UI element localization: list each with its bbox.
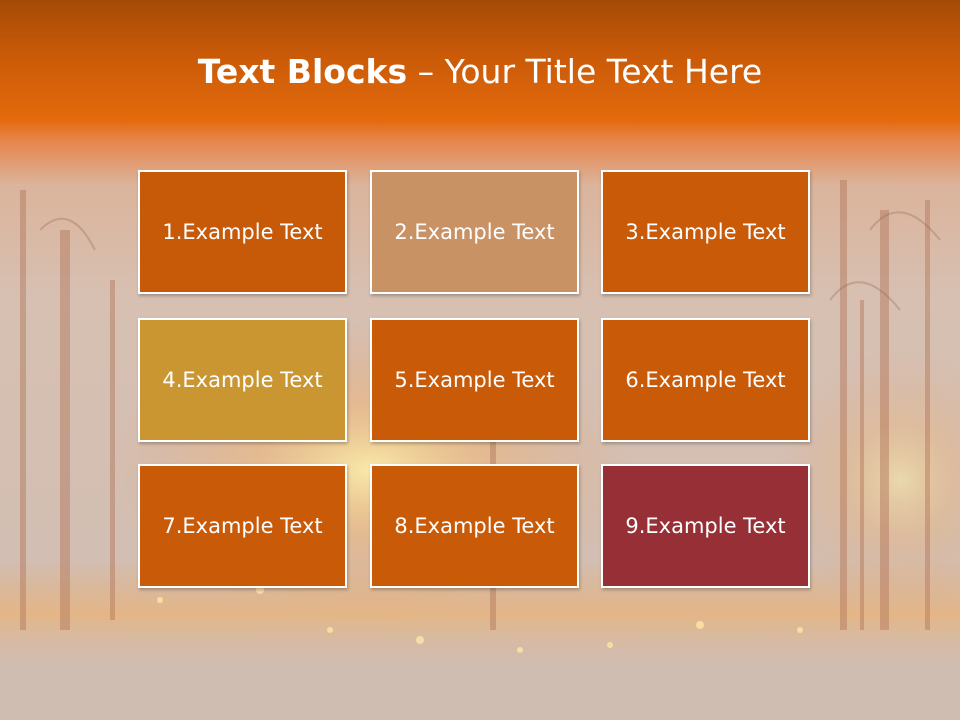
text-block-label: 5.Example Text [394,368,555,392]
text-block-label: 3.Example Text [625,220,786,244]
text-block-8[interactable]: 8.Example Text [370,464,579,588]
title-dash: – [417,52,435,91]
text-block-label: 9.Example Text [625,514,786,538]
text-block-9[interactable]: 9.Example Text [601,464,810,588]
text-block-5[interactable]: 5.Example Text [370,318,579,442]
text-block-label: 2.Example Text [394,220,555,244]
text-block-label: 8.Example Text [394,514,555,538]
title-text: Your Title Text Here [444,52,763,91]
text-block-label: 1.Example Text [162,220,323,244]
title-bold: Text Blocks [197,52,408,91]
text-block-label: 6.Example Text [625,368,786,392]
text-block-7[interactable]: 7.Example Text [138,464,347,588]
text-block-4[interactable]: 4.Example Text [138,318,347,442]
text-block-3[interactable]: 3.Example Text [601,170,810,294]
text-block-label: 7.Example Text [162,514,323,538]
text-block-label: 4.Example Text [162,368,323,392]
text-block-1[interactable]: 1.Example Text [138,170,347,294]
slide-title: Text Blocks – Your Title Text Here [0,52,960,91]
text-block-6[interactable]: 6.Example Text [601,318,810,442]
text-block-2[interactable]: 2.Example Text [370,170,579,294]
